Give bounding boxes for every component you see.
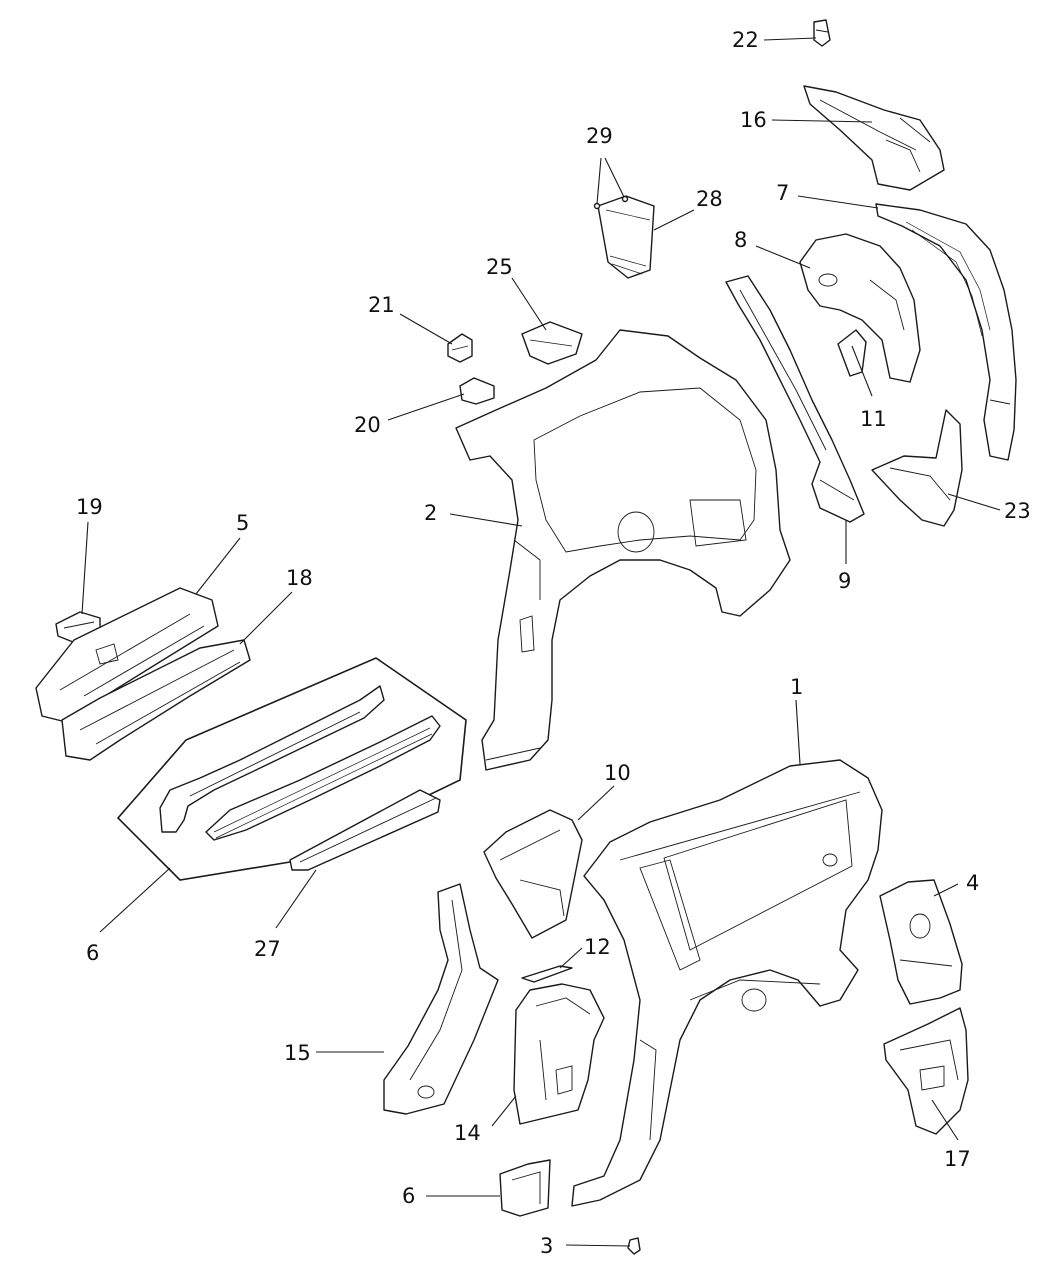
callout-22: 17 <box>944 1147 971 1171</box>
callout-17: 18 <box>286 566 313 590</box>
part-23-pillar-extension <box>871 409 963 527</box>
callout-16: 16 <box>740 108 767 132</box>
callout-8: 8 <box>734 228 747 252</box>
part-4-panel <box>879 879 963 1005</box>
callout-5: 5 <box>236 511 249 535</box>
leader-3 <box>565 1244 631 1247</box>
leader-6a <box>99 867 171 933</box>
leader-7 <box>797 195 879 209</box>
leader-28 <box>653 209 695 231</box>
callout-4: 4 <box>966 871 979 895</box>
part-21-bracket <box>447 333 473 363</box>
callout-28: 28 <box>696 187 723 211</box>
leader-10 <box>577 785 615 821</box>
leader-23 <box>947 493 1001 511</box>
callout-19: 20 <box>354 413 381 437</box>
part-12-strip <box>521 965 573 983</box>
part-25-bracket <box>521 321 583 365</box>
part-10-bracket <box>483 809 583 939</box>
callout-7: 7 <box>776 181 789 205</box>
callout-2: 2 <box>424 501 437 525</box>
leader-16 <box>771 119 873 123</box>
part-27-cross-member <box>289 789 441 871</box>
callout-18: 19 <box>76 495 103 519</box>
callout-11: 11 <box>860 407 887 431</box>
part-5-rail <box>35 587 219 723</box>
leader-22 <box>931 1099 959 1141</box>
part-22-panel <box>883 1007 969 1135</box>
leader-11 <box>851 345 873 397</box>
leader-4 <box>933 883 959 897</box>
leader-12 <box>559 947 583 969</box>
leader-20 <box>763 37 817 41</box>
part-20-clip <box>813 19 831 47</box>
part-14-inner-panel <box>513 983 605 1125</box>
callout-labels: 22 16 29 7 28 8 25 21 11 20 19 23 2 5 9 … <box>76 28 1031 1258</box>
leader-18 <box>81 521 89 615</box>
leader-25 <box>511 277 547 331</box>
callout-1: 1 <box>790 675 803 699</box>
callout-9: 9 <box>838 569 851 593</box>
part-3-clip <box>627 1237 641 1255</box>
part-1-body-side-outer <box>571 759 883 1207</box>
leader-17 <box>239 591 293 645</box>
leader-14 <box>491 1095 517 1127</box>
leader-29a <box>596 157 602 205</box>
part-28-bracket <box>597 195 655 279</box>
callout-12: 12 <box>584 935 611 959</box>
part-6-group <box>116 657 467 881</box>
part-17-rail <box>61 639 251 761</box>
leader-5 <box>195 537 241 595</box>
part-8-wheelhouse-inner <box>799 233 921 383</box>
part-29-fastener <box>593 195 629 210</box>
callout-29: 29 <box>586 124 613 148</box>
leader-8 <box>755 245 811 269</box>
callout-6a: 6 <box>86 941 99 965</box>
callout-14: 14 <box>454 1121 481 1145</box>
part-16-extension <box>803 85 945 191</box>
callout-3: 3 <box>540 1234 553 1258</box>
leader-21 <box>399 313 453 345</box>
callout-23: 23 <box>1004 499 1031 523</box>
callout-6b: 6 <box>402 1184 415 1208</box>
leader-29b <box>604 157 625 198</box>
part-2-body-side-inner <box>455 329 791 771</box>
leader-lines <box>81 37 1001 1247</box>
leader-1 <box>795 699 801 765</box>
callout-25: 25 <box>486 255 513 279</box>
callout-20: 22 <box>732 28 759 52</box>
callout-15: 15 <box>284 1041 311 1065</box>
callout-21: 21 <box>368 293 395 317</box>
part-15-pillar <box>383 883 499 1115</box>
part-9-pillar-reinforcement <box>725 275 865 523</box>
callout-10: 10 <box>604 761 631 785</box>
callout-27: 27 <box>254 937 281 961</box>
part-7-wheelhouse-outer <box>875 203 1017 461</box>
leader-27 <box>275 869 317 929</box>
leader-19 <box>387 393 465 421</box>
part-19-bracket <box>459 377 495 405</box>
leader-2 <box>449 513 523 527</box>
part-6-lower-bracket <box>499 1159 551 1217</box>
